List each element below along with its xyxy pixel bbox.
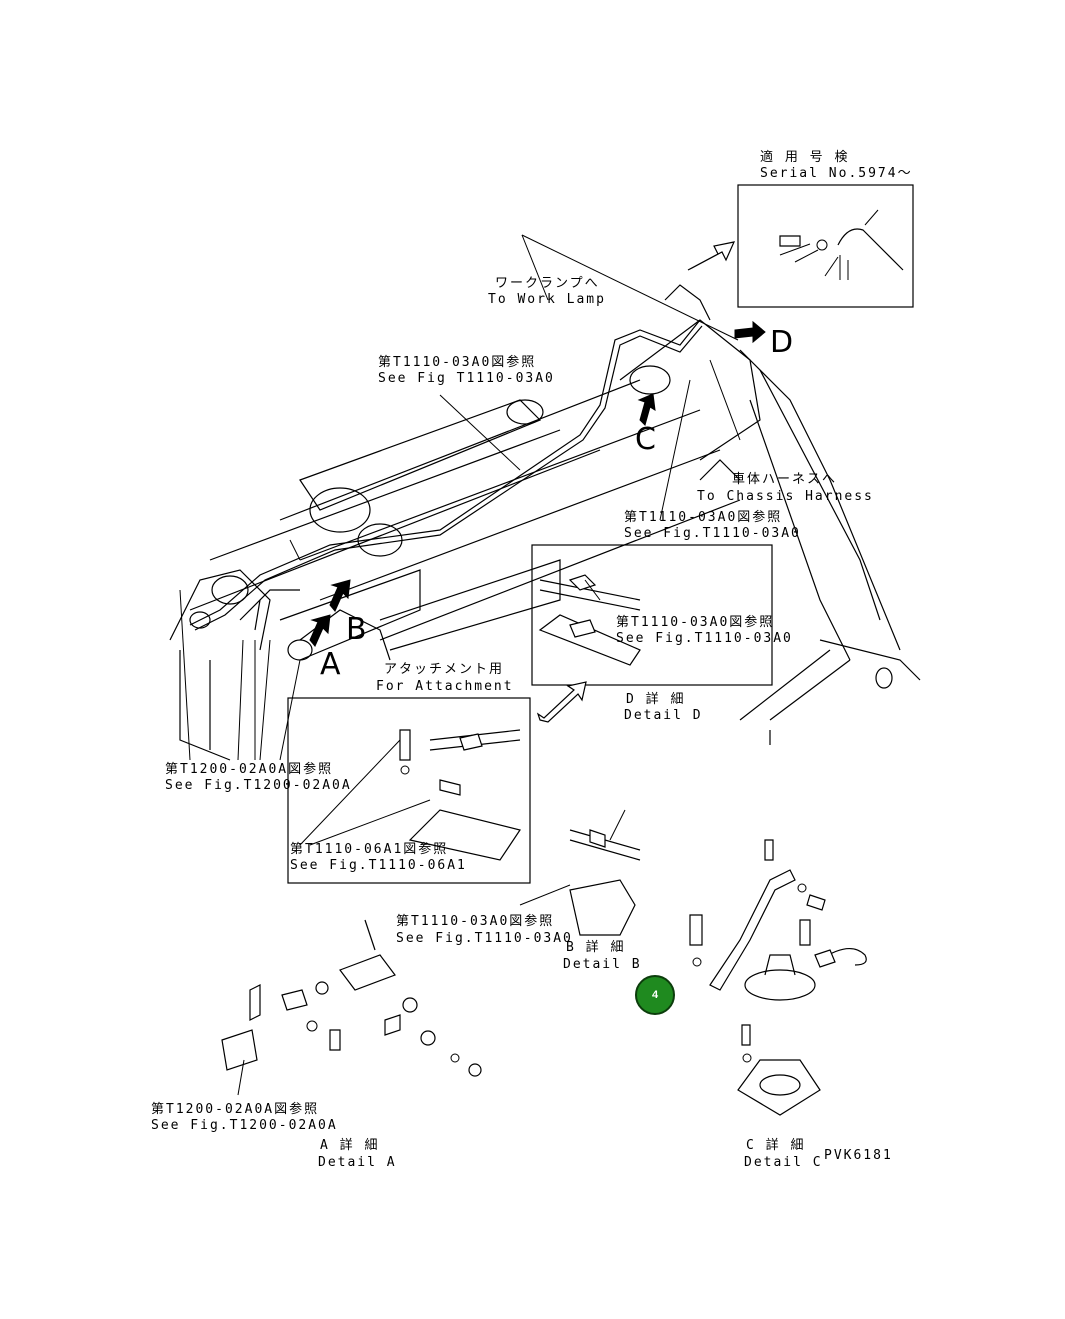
view-letter-c: C [635,422,656,457]
view-letter-d: D [770,325,794,360]
chassis-en-label: To Chassis Harness [697,489,874,504]
part-callout-number: 4 [651,989,659,1001]
detail-b-drawing [519,809,641,936]
figure-code: PVK6181 [824,1148,893,1163]
view-arrows [309,320,766,647]
attachment-en-label: For Attachment [376,679,514,694]
ref-mid-jp-label: 第T1110-03A0図参照 [624,510,783,525]
ref-att-jp-label: 第T1110-06A1図参照 [290,842,449,857]
detail-d-box [531,544,773,686]
ref-top-en-label: See Fig T1110-03A0 [378,371,555,386]
leader-lines [179,359,741,761]
chassis-jp-label: 車体ハーネスへ [732,472,838,487]
work-lamp-en-label: To Work Lamp [488,292,606,307]
view-letter-a: A [320,647,341,682]
detail-a-jp-label: A 詳 細 [320,1138,380,1153]
ref-att-en-label: See Fig.T1110-06A1 [290,858,467,873]
ref-detb-en-label: See Fig.T1110-03A0 [396,931,573,946]
part-callout-badge[interactable]: 4 [635,975,675,1015]
detail-c-parts [689,839,867,1116]
ref-top-jp-label: 第T1110-03A0図参照 [378,355,537,370]
detail-d-double-arrow [536,681,587,723]
view-letter-b: B [346,612,367,647]
serial-jp-label: 適 用 号 検 [760,150,850,165]
detail-c-jp-label: C 詳 細 [746,1138,806,1153]
attachment-jp-label: アタッチメント用 [384,662,505,677]
ref-left-en-label: See Fig.T1200-02A0A [165,778,352,793]
detail-a-en-label: Detail A [318,1155,397,1170]
harness-line [189,284,711,631]
detail-d-en-label: Detail D [624,708,703,723]
ref-deta-jp-label: 第T1200-02A0A図参照 [151,1102,320,1117]
inset-pointer-arrow [687,241,736,271]
boom-assembly [169,319,921,761]
ref-detd-en-label: See Fig.T1110-03A0 [616,631,793,646]
serial-en-label: Serial No.5974〜 [760,166,913,181]
detail-b-en-label: Detail B [563,957,642,972]
detail-c-en-label: Detail C [744,1155,823,1170]
ref-detb-jp-label: 第T1110-03A0図参照 [396,914,555,929]
ref-deta-en-label: See Fig.T1200-02A0A [151,1118,338,1133]
attachment-box [287,697,531,884]
detail-a-parts [221,919,482,1096]
serial-inset-box [737,184,914,308]
detail-b-jp-label: B 詳 細 [566,940,626,955]
work-lamp-jp-label: ワークランプへ [495,276,600,291]
detail-d-jp-label: D 詳 細 [626,692,686,707]
ref-mid-en-label: See Fig.T1110-03A0 [624,526,801,541]
ref-left-jp-label: 第T1200-02A0A図参照 [165,762,334,777]
work-lamp-leader [521,234,739,341]
ref-detd-jp-label: 第T1110-03A0図参照 [616,615,775,630]
